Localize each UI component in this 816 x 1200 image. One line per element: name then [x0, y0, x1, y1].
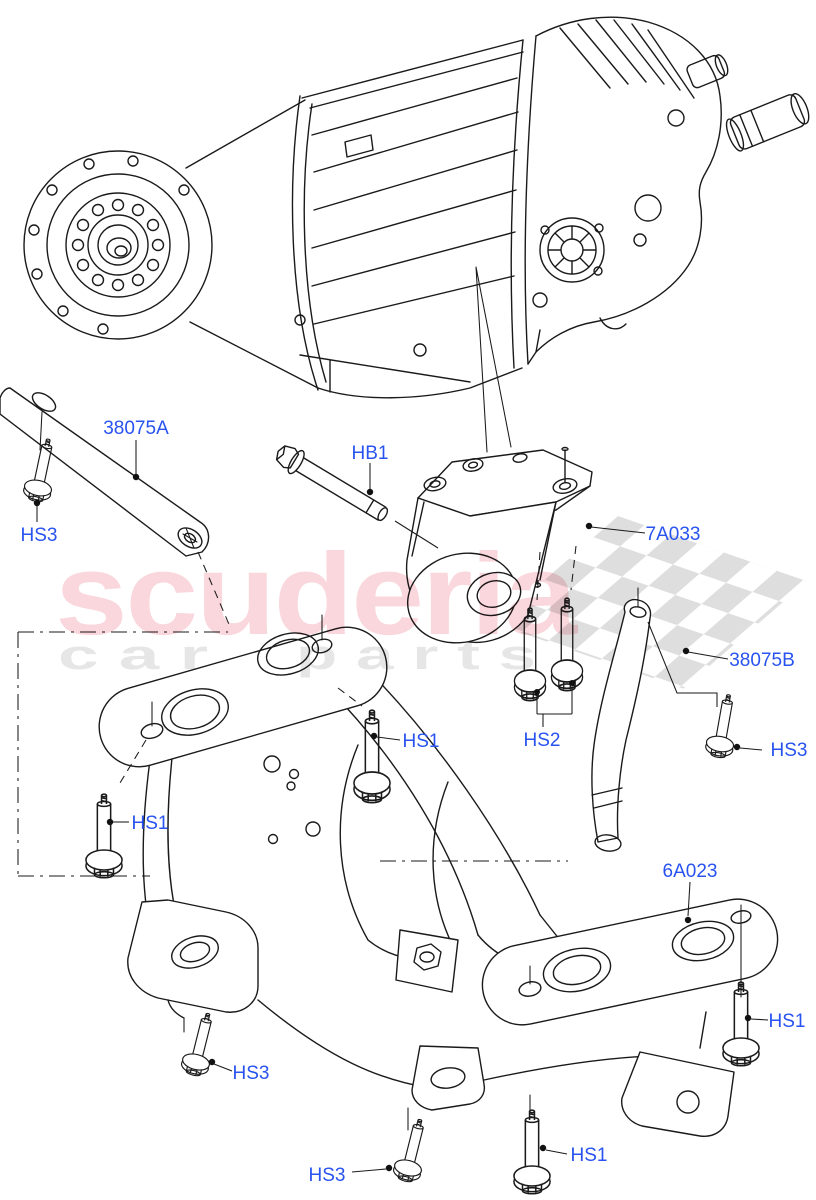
part-label-hs3-right[interactable]: HS3 — [771, 740, 808, 761]
part-label-38075A[interactable]: 38075A — [103, 418, 169, 439]
watermark-tagline-right: p a r t s — [296, 631, 536, 678]
fasteners — [21, 435, 760, 1195]
part-label-hs1-lower-right[interactable]: HS1 — [769, 1011, 806, 1032]
engine-mount-illustration — [405, 446, 593, 644]
part-label-hs2[interactable]: HS2 — [524, 730, 561, 751]
part-label-hs1-mid[interactable]: HS1 — [403, 731, 440, 752]
bolt-hs1-lower-right — [722, 981, 760, 1067]
part-label-hs1-left[interactable]: HS1 — [132, 813, 169, 834]
part-label-hs3-lower-left[interactable]: HS3 — [233, 1063, 270, 1084]
part-label-6A023[interactable]: 6A023 — [663, 861, 718, 882]
strut-38075B-illustration — [591, 587, 652, 852]
part-labels: 38075A HS3 HB1 7A033 38075B HS1 HS2 HS3 … — [21, 418, 808, 1186]
part-label-38075B[interactable]: 38075B — [729, 650, 795, 671]
strut-38075A-illustration — [0, 387, 210, 557]
part-label-hs1-bottom[interactable]: HS1 — [571, 1145, 608, 1166]
part-label-hs3-upper-left[interactable]: HS3 — [21, 525, 58, 546]
phantom-lines — [17, 520, 577, 877]
transmission-illustration — [23, 16, 810, 453]
part-label-hs3-bottom[interactable]: HS3 — [309, 1165, 346, 1186]
part-label-hb1[interactable]: HB1 — [352, 443, 389, 464]
bolt-hs3-bottom — [390, 1115, 434, 1185]
bolt-hs1-left — [85, 793, 123, 879]
watermark-tagline-left: c a r — [58, 631, 208, 678]
bolt-hs3-lower-left — [178, 1009, 222, 1079]
subframe-illustration — [98, 614, 779, 1137]
bolt-hs1-mid — [353, 709, 391, 804]
bolt-hs1-bottom — [513, 1109, 551, 1195]
watermark-brand-text: scuderia — [55, 529, 579, 659]
bolt-hb1 — [275, 445, 389, 522]
leader-lines — [33, 440, 769, 1173]
brand-watermark: scuderia c a r p a r t s — [55, 529, 581, 678]
part-label-7A033[interactable]: 7A033 — [646, 524, 701, 545]
